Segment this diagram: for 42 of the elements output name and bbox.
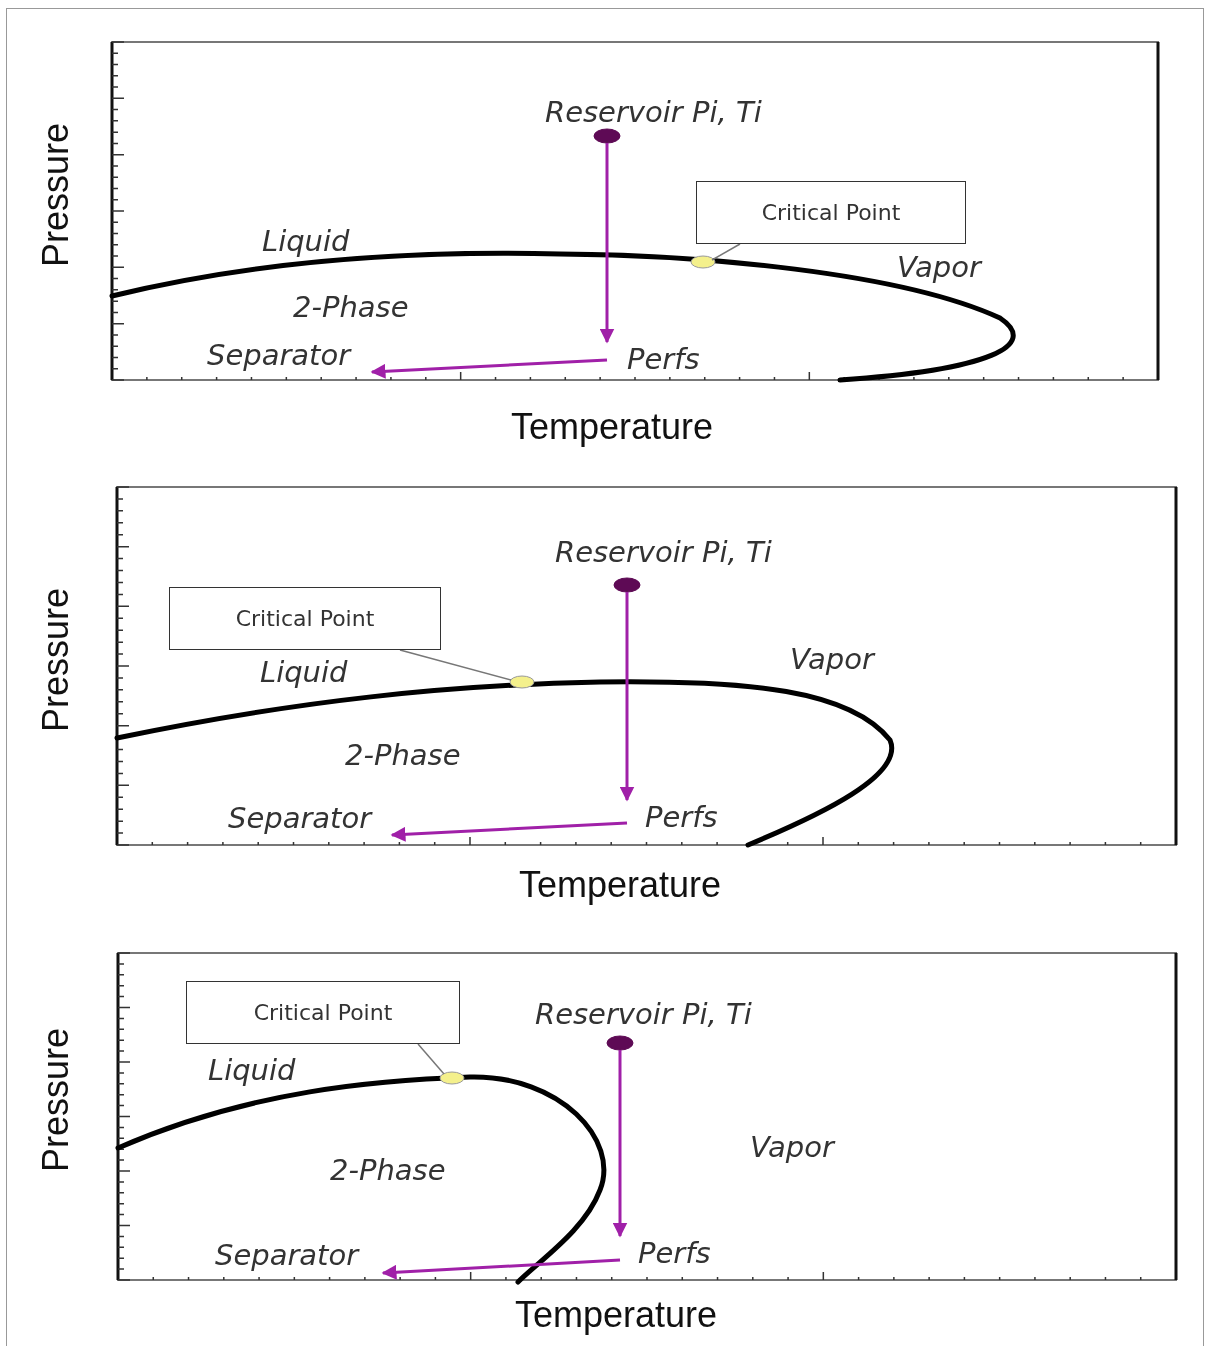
arrow [619,592,635,802]
leader-line [711,243,741,261]
perfs-label: Perfs [613,1236,711,1270]
axis-title: Pressure [35,122,77,268]
critical-point-marker [439,1071,465,1085]
point-label: Reservoir Pi, Ti [535,997,752,1031]
callout-box: Critical Point [169,587,441,650]
separator-label: Separator [215,1238,359,1272]
region-label: Vapor [750,1130,834,1164]
arrow [612,1050,628,1238]
callout-box: Critical Point [186,981,460,1044]
critical-point-marker [509,675,535,689]
region-label: 2-Phase [345,738,461,772]
arrow [370,358,608,379]
callout-box: Critical Point [696,181,966,244]
axis-title: Temperature [518,864,722,906]
axis-title: Temperature [510,406,714,448]
reservoir-point [593,128,621,144]
reservoir-point [613,577,641,593]
separator-label: Separator [207,338,351,372]
arrow [599,143,615,344]
perfs-label: Perfs [620,800,718,834]
perfs-label: Perfs [600,342,700,376]
region-label: Liquid [260,655,348,689]
reservoir-point [606,1035,634,1051]
region-label: Vapor [790,642,874,676]
region-label: Liquid [208,1053,296,1087]
arrow [390,821,628,842]
axis-title: Pressure [35,587,77,733]
leader-line [417,1043,445,1075]
point-label: Reservoir Pi, Ti [555,535,772,569]
region-label: 2-Phase [293,290,409,324]
axis-title: Temperature [514,1294,718,1336]
region-label: 2-Phase [330,1153,446,1187]
critical-point-marker [690,255,716,269]
region-label: Vapor [897,250,981,284]
separator-label: Separator [228,801,372,835]
region-label: Liquid [262,224,350,258]
point-label: Reservoir Pi, Ti [545,95,762,129]
arrow [381,1258,621,1280]
axis-title: Pressure [35,1027,77,1173]
leader-line [399,649,512,681]
